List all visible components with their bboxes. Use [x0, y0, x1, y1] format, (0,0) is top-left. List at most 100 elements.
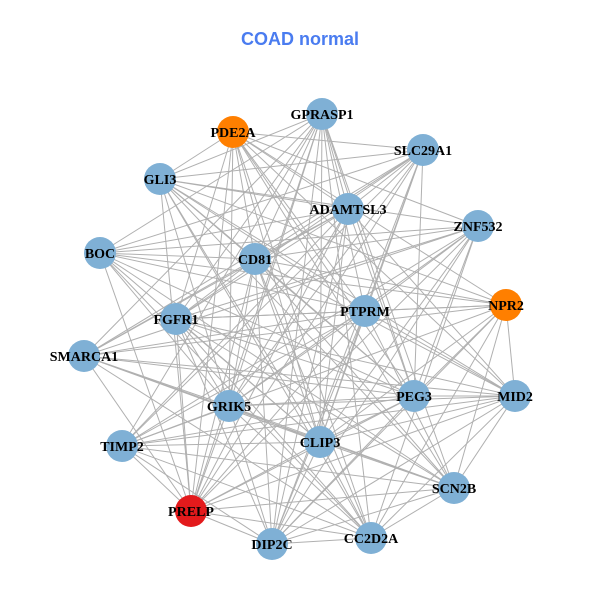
- edge-MID2-CLIP3: [319, 395, 516, 443]
- edge-SLC29A1-BOC: [99, 149, 424, 254]
- node-label: SMARCA1: [50, 350, 118, 365]
- node-label: MID2: [497, 390, 533, 405]
- edge-FGFR1-CLIP3: [175, 318, 321, 443]
- edge-PTPRM-TIMP2: [121, 310, 366, 447]
- edge-PTPRM-PRELP: [190, 310, 366, 512]
- node-timp2: TIMP2: [100, 430, 144, 462]
- edge-PTPRM-SMARCA1: [83, 310, 366, 357]
- edge-BOC-CD81: [99, 252, 256, 260]
- edge-PDE2A-SLC29A1: [232, 131, 424, 151]
- edge-TIMP2-SCN2B: [121, 445, 455, 489]
- edge-PTPRM-GRIK5: [228, 310, 366, 407]
- edge-SMARCA1-CC2D2A: [83, 355, 372, 539]
- edge-TIMP2-DIP2C: [121, 445, 273, 545]
- node-circle: [438, 472, 470, 504]
- edge-FGFR1-DIP2C: [175, 318, 273, 545]
- node-gli3: GLI3: [144, 163, 177, 195]
- edge-BOC-PEG3: [99, 252, 415, 397]
- node-scn2b: SCN2B: [432, 472, 476, 504]
- node-circle: [239, 243, 271, 275]
- edge-BOC-PRELP: [99, 252, 192, 512]
- edge-SCN2B-PRELP: [190, 487, 455, 512]
- edge-GRIK5-CC2D2A: [228, 405, 372, 539]
- edge-BOC-NPR2: [99, 252, 507, 306]
- node-label: FGFR1: [153, 313, 198, 328]
- edge-NPR2-PTPRM: [364, 304, 507, 312]
- node-label: DIP2C: [251, 538, 292, 553]
- edge-NPR2-SMARCA1: [83, 304, 507, 357]
- node-label: GLI3: [144, 173, 177, 188]
- node-label: CC2D2A: [344, 532, 399, 547]
- edge-GRIK5-TIMP2: [121, 405, 230, 447]
- edge-FGFR1-MID2: [175, 318, 516, 397]
- edge-TIMP2-CLIP3: [121, 441, 321, 447]
- edge-ADAMTSL3-MID2: [347, 208, 516, 397]
- edge-CD81-NPR2: [254, 258, 507, 306]
- edge-ZNF532-CLIP3: [319, 225, 479, 443]
- node-circle: [304, 426, 336, 458]
- node-label: PRELP: [168, 505, 214, 520]
- edge-CD81-FGFR1: [175, 258, 256, 320]
- node-label: SCN2B: [432, 482, 476, 497]
- chart-title: COAD normal: [240, 29, 359, 49]
- node-label: PTPRM: [340, 305, 390, 320]
- node-label: ADAMTSL3: [309, 203, 386, 218]
- edge-SMARCA1-PRELP: [83, 355, 192, 512]
- edge-GLI3-ZNF532: [159, 178, 479, 227]
- edge-ADAMTSL3-GRIK5: [228, 208, 349, 407]
- node-cc2d2a: CC2D2A: [344, 522, 399, 554]
- edge-SLC29A1-FGFR1: [175, 149, 424, 320]
- node-boc: BOC: [84, 237, 116, 269]
- edge-DIP2C-CC2D2A: [271, 537, 372, 545]
- edge-CD81-SCN2B: [254, 258, 455, 489]
- edge-PDE2A-ADAMTSL3: [232, 131, 349, 210]
- node-circle: [68, 340, 100, 372]
- edge-GLI3-SCN2B: [159, 178, 455, 489]
- edge-PDE2A-CD81: [232, 131, 256, 260]
- edge-SCN2B-CC2D2A: [370, 487, 455, 539]
- edge-FGFR1-PRELP: [175, 318, 192, 512]
- edge-CLIP3-PRELP: [190, 441, 321, 512]
- node-label: GPRASP1: [291, 108, 354, 123]
- edge-CD81-CC2D2A: [254, 258, 372, 539]
- node-circle: [84, 237, 116, 269]
- node-circle: [398, 380, 430, 412]
- edge-ZNF532-SMARCA1: [83, 225, 479, 357]
- node-circle: [217, 116, 249, 148]
- node-circle: [160, 303, 192, 335]
- edge-ADAMTSL3-TIMP2: [121, 208, 349, 447]
- edge-GLI3-NPR2: [159, 178, 507, 306]
- node-npr2: NPR2: [488, 289, 524, 321]
- edge-ZNF532-CD81: [254, 225, 479, 260]
- node-peg3: PEG3: [396, 380, 432, 412]
- edge-PDE2A-ZNF532: [232, 131, 479, 227]
- node-label: PEG3: [396, 390, 432, 405]
- edge-MID2-TIMP2: [121, 395, 516, 447]
- node-prelp: PRELP: [168, 495, 214, 527]
- edge-CD81-MID2: [254, 258, 516, 397]
- nodes-layer: GPRASP1PDE2ASLC29A1GLI3ADAMTSL3ZNF532BOC…: [50, 98, 533, 560]
- node-label: GRIK5: [207, 400, 251, 415]
- node-circle: [106, 430, 138, 462]
- node-znf532: ZNF532: [454, 210, 503, 242]
- edge-PEG3-GRIK5: [228, 395, 415, 407]
- edge-SCN2B-DIP2C: [271, 487, 455, 545]
- edge-FGFR1-SCN2B: [175, 318, 455, 489]
- node-adamtsl3: ADAMTSL3: [309, 193, 387, 225]
- edge-GLI3-MID2: [159, 178, 516, 397]
- edge-NPR2-CC2D2A: [370, 304, 507, 539]
- edge-GRIK5-DIP2C: [228, 405, 273, 545]
- node-dip2c: DIP2C: [251, 528, 293, 560]
- edge-PDE2A-PTPRM: [232, 131, 366, 312]
- node-label: CD81: [238, 253, 272, 268]
- node-smarca1: SMARCA1: [50, 340, 118, 372]
- node-circle: [499, 380, 531, 412]
- edge-GPRASP1-ADAMTSL3: [321, 113, 349, 210]
- edge-ZNF532-BOC: [99, 225, 479, 254]
- node-circle: [462, 210, 494, 242]
- edge-PDE2A-MID2: [232, 131, 516, 397]
- node-circle: [490, 289, 522, 321]
- node-mid2: MID2: [497, 380, 533, 412]
